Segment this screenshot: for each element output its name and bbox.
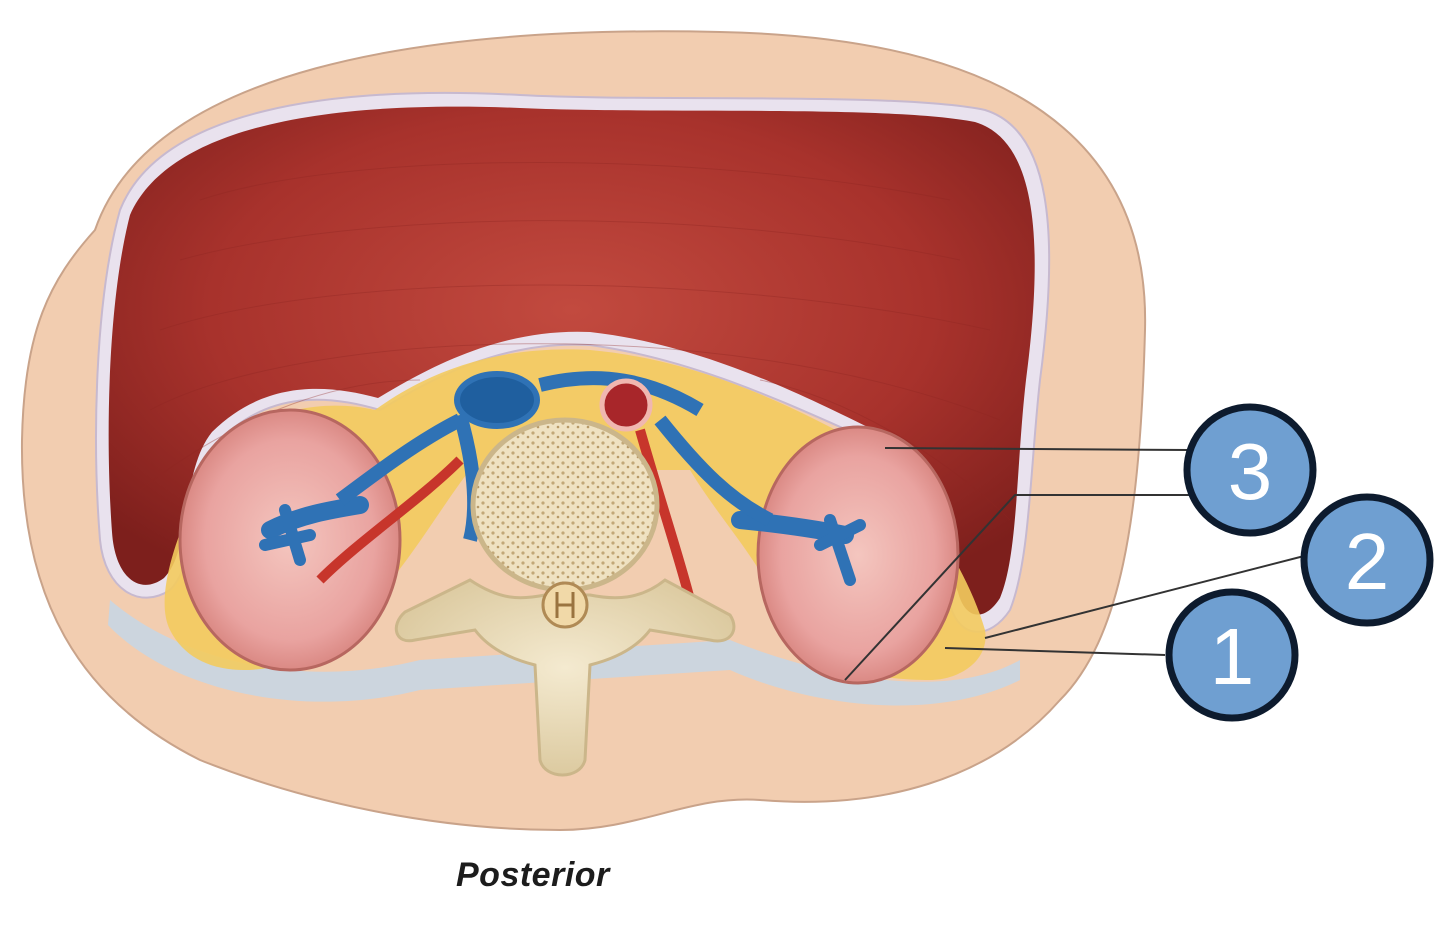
- leader-lines: [844, 447, 1309, 681]
- inferior-vena-cava: [454, 371, 540, 429]
- vertebral-arch: [394, 578, 736, 777]
- marker-1: 1: [1165, 588, 1299, 722]
- vertebral-body: [470, 417, 660, 593]
- marker-3-label: 3: [1228, 427, 1273, 516]
- marker-2-label: 2: [1345, 517, 1390, 606]
- marker-2: 2: [1300, 493, 1434, 627]
- kidney-right: [756, 425, 960, 685]
- muscle-fibers: [139, 162, 1011, 521]
- renal-vessels-right: [635, 415, 866, 602]
- marker-1-label: 1: [1210, 612, 1255, 701]
- aorta: [599, 378, 653, 432]
- marker-3: 3: [1183, 403, 1317, 537]
- orientation-caption: Posterior: [456, 856, 610, 894]
- leader-line-2: [984, 554, 1309, 639]
- diaphragm-muscle: [108, 106, 1035, 615]
- renal-vessels-left: [259, 413, 464, 584]
- leader-line-3b: [844, 494, 1190, 681]
- leader-line-3a: [884, 447, 1191, 451]
- leader-line-1: [944, 647, 1166, 656]
